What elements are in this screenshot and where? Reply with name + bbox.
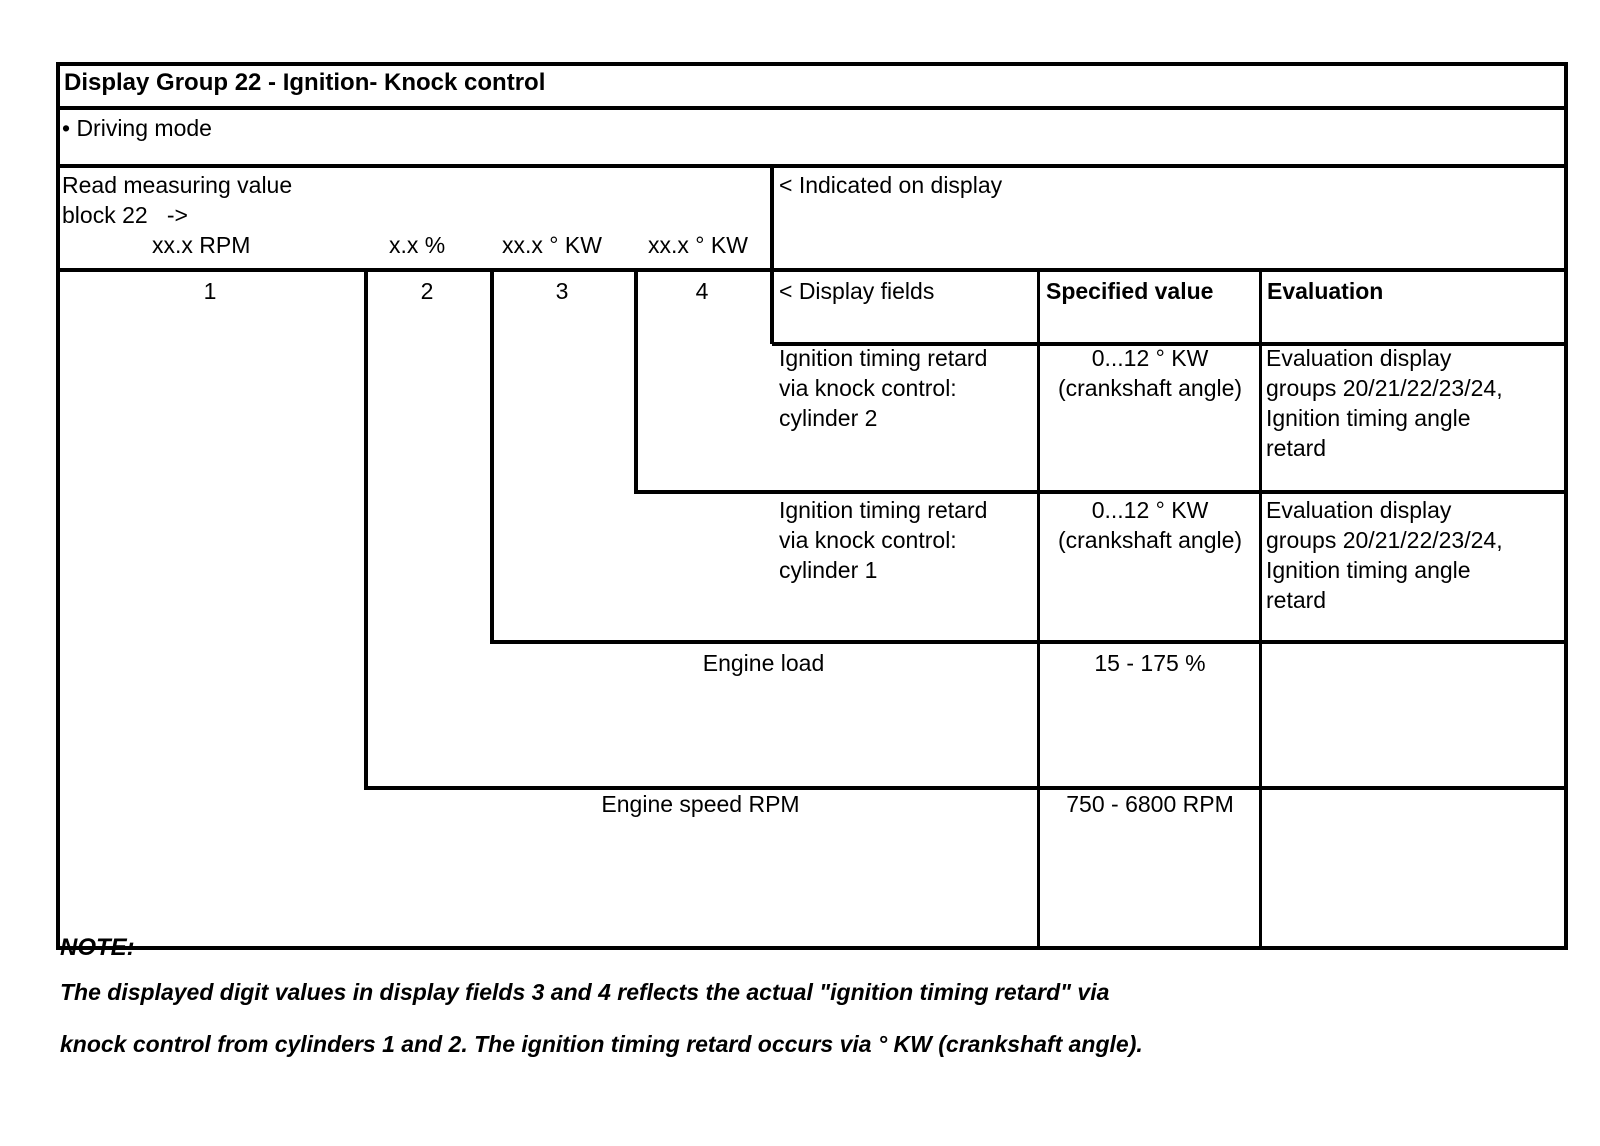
- read-measuring-value-line1: Read measuring value: [62, 172, 293, 198]
- column-number-2: 2: [420, 278, 434, 304]
- header-evaluation: Evaluation: [1267, 278, 1384, 304]
- table-top-border: [56, 62, 1568, 66]
- row-specified-value: 0...12 ° KW (crankshaft angle): [1057, 345, 1243, 401]
- header-specified-value: Specified value: [1046, 278, 1214, 304]
- table-left-border: [56, 62, 60, 950]
- display-fields-annotation: < Display fields: [779, 278, 935, 304]
- field3-field4-divider: [634, 270, 638, 492]
- note-line-1: The displayed digit values in display fi…: [60, 979, 1110, 1005]
- row-display-field: Engine speed RPM: [601, 791, 800, 817]
- read-measuring-value-line2: block 22 ->: [62, 202, 188, 228]
- indicated-display-bottom-border: [772, 268, 1568, 272]
- page-title: Display Group 22 - Ignition- Knock contr…: [64, 69, 546, 96]
- row-display-field: Ignition timing retard via knock control…: [779, 497, 988, 583]
- column-number-1: 1: [203, 278, 217, 304]
- field4-displayfields-divider: [770, 164, 774, 344]
- specified-evaluation-divider: [1259, 270, 1262, 948]
- row-display-field: Engine load: [702, 650, 825, 676]
- field1-field2-divider: [364, 270, 368, 788]
- row-divider-load-speed: [364, 786, 1568, 790]
- row-evaluation: Evaluation display groups 20/21/22/23/24…: [1266, 345, 1503, 461]
- row-specified-value: 15 - 175 %: [1094, 650, 1206, 676]
- displayfields-specified-divider: [1037, 270, 1040, 948]
- row-display-field: Ignition timing retard via knock control…: [779, 345, 988, 431]
- table-right-border: [1564, 62, 1568, 950]
- title-row-bottom-border: [56, 106, 1568, 110]
- unit-label-field3: xx.x ° KW: [502, 232, 602, 258]
- row-divider-cyl2-cyl1: [634, 490, 1568, 494]
- row-divider-cyl1-load: [490, 640, 1568, 644]
- unit-label-field2: x.x %: [389, 232, 446, 258]
- unit-label-field1: xx.x RPM: [152, 232, 251, 258]
- column-header-bottom-border: [772, 342, 1568, 346]
- indicated-on-display-annotation: < Indicated on display: [779, 172, 1003, 198]
- note-line-2: knock control from cylinders 1 and 2. Th…: [60, 1031, 1143, 1057]
- driving-mode-row: • Driving mode: [62, 115, 212, 141]
- unit-label-field4: xx.x ° KW: [648, 232, 748, 258]
- row-evaluation: Evaluation display groups 20/21/22/23/24…: [1266, 497, 1503, 613]
- table-bottom-border: [56, 946, 1568, 950]
- note-heading: NOTE:: [60, 934, 135, 961]
- row-specified-value: 0...12 ° KW (crankshaft angle): [1057, 497, 1243, 553]
- field2-field3-divider: [490, 270, 494, 642]
- column-number-4: 4: [695, 278, 709, 304]
- measure-block-bottom-border: [56, 268, 772, 272]
- column-number-3: 3: [555, 278, 569, 304]
- mode-row-bottom-border: [56, 164, 1568, 168]
- row-specified-value: 750 - 6800 RPM: [1066, 791, 1234, 817]
